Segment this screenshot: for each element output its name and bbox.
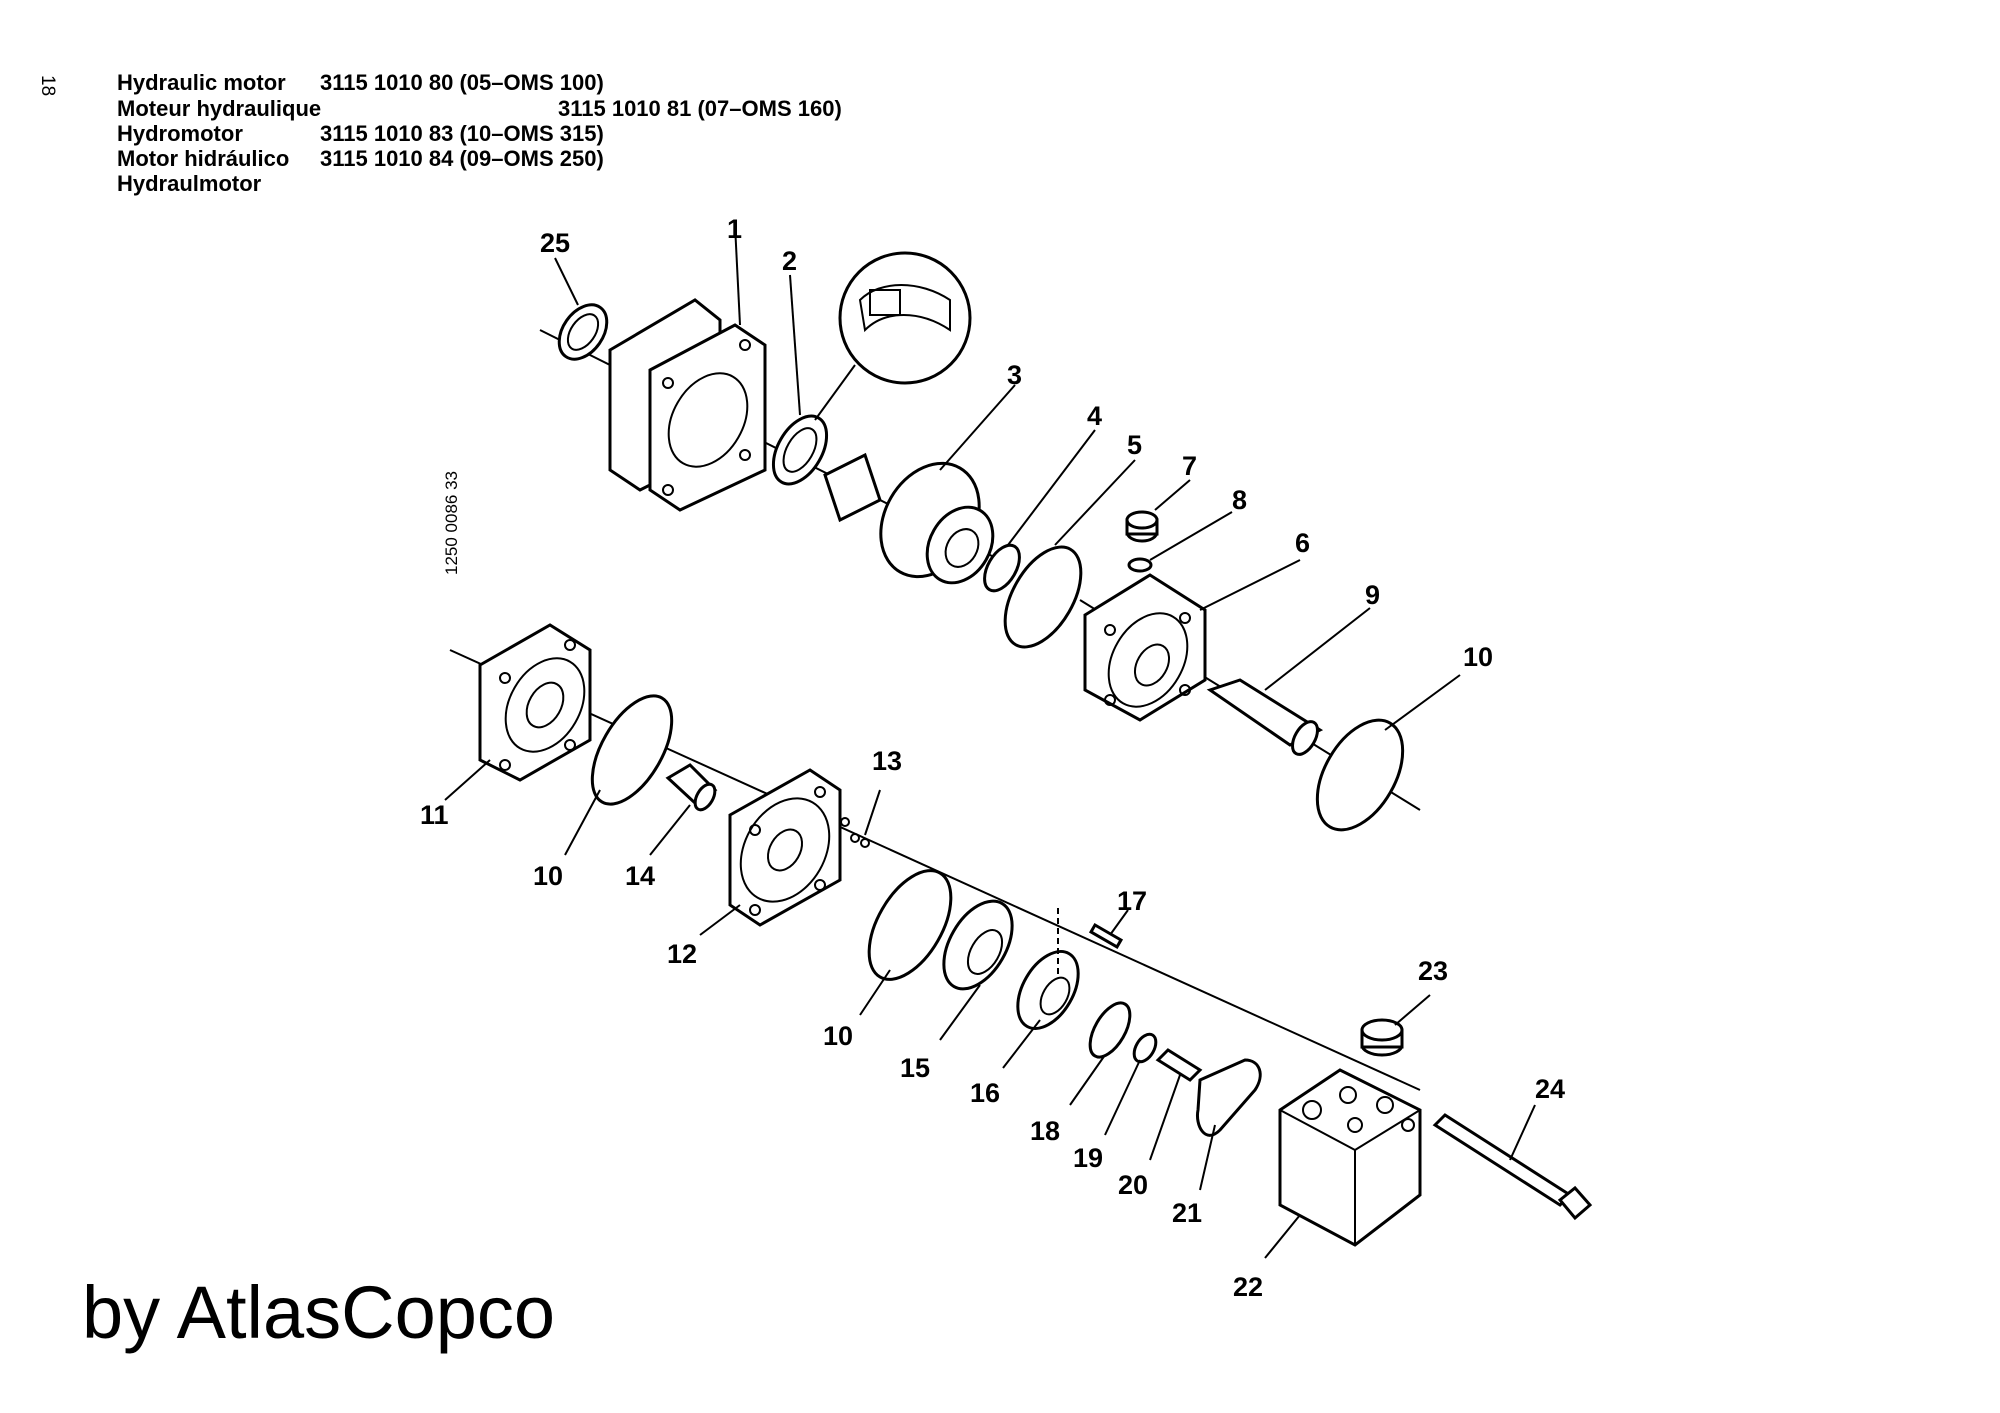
part-6-housing-plate xyxy=(1083,573,1207,722)
part-7-plug xyxy=(1125,510,1159,543)
seal-detail-circle xyxy=(814,251,972,421)
callout-12: 12 xyxy=(667,939,697,969)
callout-11: 11 xyxy=(420,800,449,830)
part-10-o-ring-center xyxy=(867,869,953,981)
part-24-bolt xyxy=(1432,1113,1593,1221)
callout-10-left: 10 xyxy=(533,861,563,891)
part-9-drive-shaft xyxy=(1206,678,1324,756)
callout-16: 16 xyxy=(970,1078,1000,1108)
part-13-balls xyxy=(840,817,870,848)
part-8-washer xyxy=(1127,557,1153,573)
header-name-5: Hydraulmotor xyxy=(117,171,262,196)
part-4-ring xyxy=(983,543,1021,593)
part-23-plug xyxy=(1360,1018,1404,1057)
callout-10-right: 10 xyxy=(1463,642,1493,672)
header-number-4: 3115 1010 84 (09–OMS 250) xyxy=(320,146,604,171)
callout-labels: 25 1 2 3 4 5 7 8 6 9 10 11 10 14 13 12 1… xyxy=(420,214,1565,1302)
callout-6: 6 xyxy=(1295,528,1310,558)
part-3-output-shaft xyxy=(823,452,995,585)
part-10-o-ring-right xyxy=(1315,718,1405,832)
header-number-3: 3115 1010 83 (10–OMS 315) xyxy=(320,121,604,146)
callout-22: 22 xyxy=(1233,1272,1263,1302)
part-17-pin xyxy=(1057,908,1124,975)
header-name-2: Moteur hydraulique xyxy=(117,96,322,121)
callout-14: 14 xyxy=(625,861,655,891)
callout-20: 20 xyxy=(1118,1170,1148,1200)
leader-lines xyxy=(444,224,1536,1259)
part-15-gear-ring xyxy=(942,899,1014,991)
callout-5: 5 xyxy=(1127,430,1142,460)
callout-3: 3 xyxy=(1007,360,1022,390)
part-2-shaft-seal xyxy=(771,414,829,486)
part-5-o-ring xyxy=(1003,545,1083,649)
callout-15: 15 xyxy=(900,1053,930,1083)
callout-10-center: 10 xyxy=(823,1021,853,1051)
callout-2: 2 xyxy=(782,246,797,276)
callout-4: 4 xyxy=(1087,401,1102,431)
part-16-gear-wheel xyxy=(1016,950,1080,1030)
part-14-cardan-spline xyxy=(665,763,718,812)
callout-25: 25 xyxy=(540,228,570,258)
callout-19: 19 xyxy=(1073,1143,1103,1173)
header-name-1: Hydraulic motor xyxy=(117,70,286,95)
callout-17: 17 xyxy=(1117,886,1147,916)
header-name-3: Hydromotor xyxy=(117,121,243,146)
header-number-2: 3115 1010 81 (07–OMS 160) xyxy=(558,96,842,121)
part-12-distributor-plate xyxy=(728,768,842,927)
callout-24: 24 xyxy=(1535,1074,1565,1104)
part-19-ring xyxy=(1132,1032,1158,1064)
part-25-seal-ring xyxy=(557,303,609,361)
callout-1: 1 xyxy=(727,214,742,244)
part-10-o-ring-left xyxy=(590,694,674,806)
header-number-1: 3115 1010 80 (05–OMS 100) xyxy=(320,70,604,95)
callout-21: 21 xyxy=(1172,1198,1202,1228)
callout-18: 18 xyxy=(1030,1116,1060,1146)
part-11-end-plate xyxy=(478,623,592,782)
part-1-flange xyxy=(608,298,767,512)
callout-8: 8 xyxy=(1232,485,1247,515)
callout-23: 23 xyxy=(1418,956,1448,986)
callout-9: 9 xyxy=(1365,580,1380,610)
part-18-o-ring xyxy=(1088,1001,1132,1059)
footer-attribution: by AtlasCopco xyxy=(82,1271,556,1354)
part-22-valve-housing xyxy=(1278,1068,1422,1247)
callout-13: 13 xyxy=(872,746,902,776)
part-21-seal xyxy=(1195,1058,1262,1137)
callout-7: 7 xyxy=(1182,451,1197,481)
header-name-4: Motor hidráulico xyxy=(117,146,290,171)
part-20-spacer xyxy=(1155,1048,1203,1082)
